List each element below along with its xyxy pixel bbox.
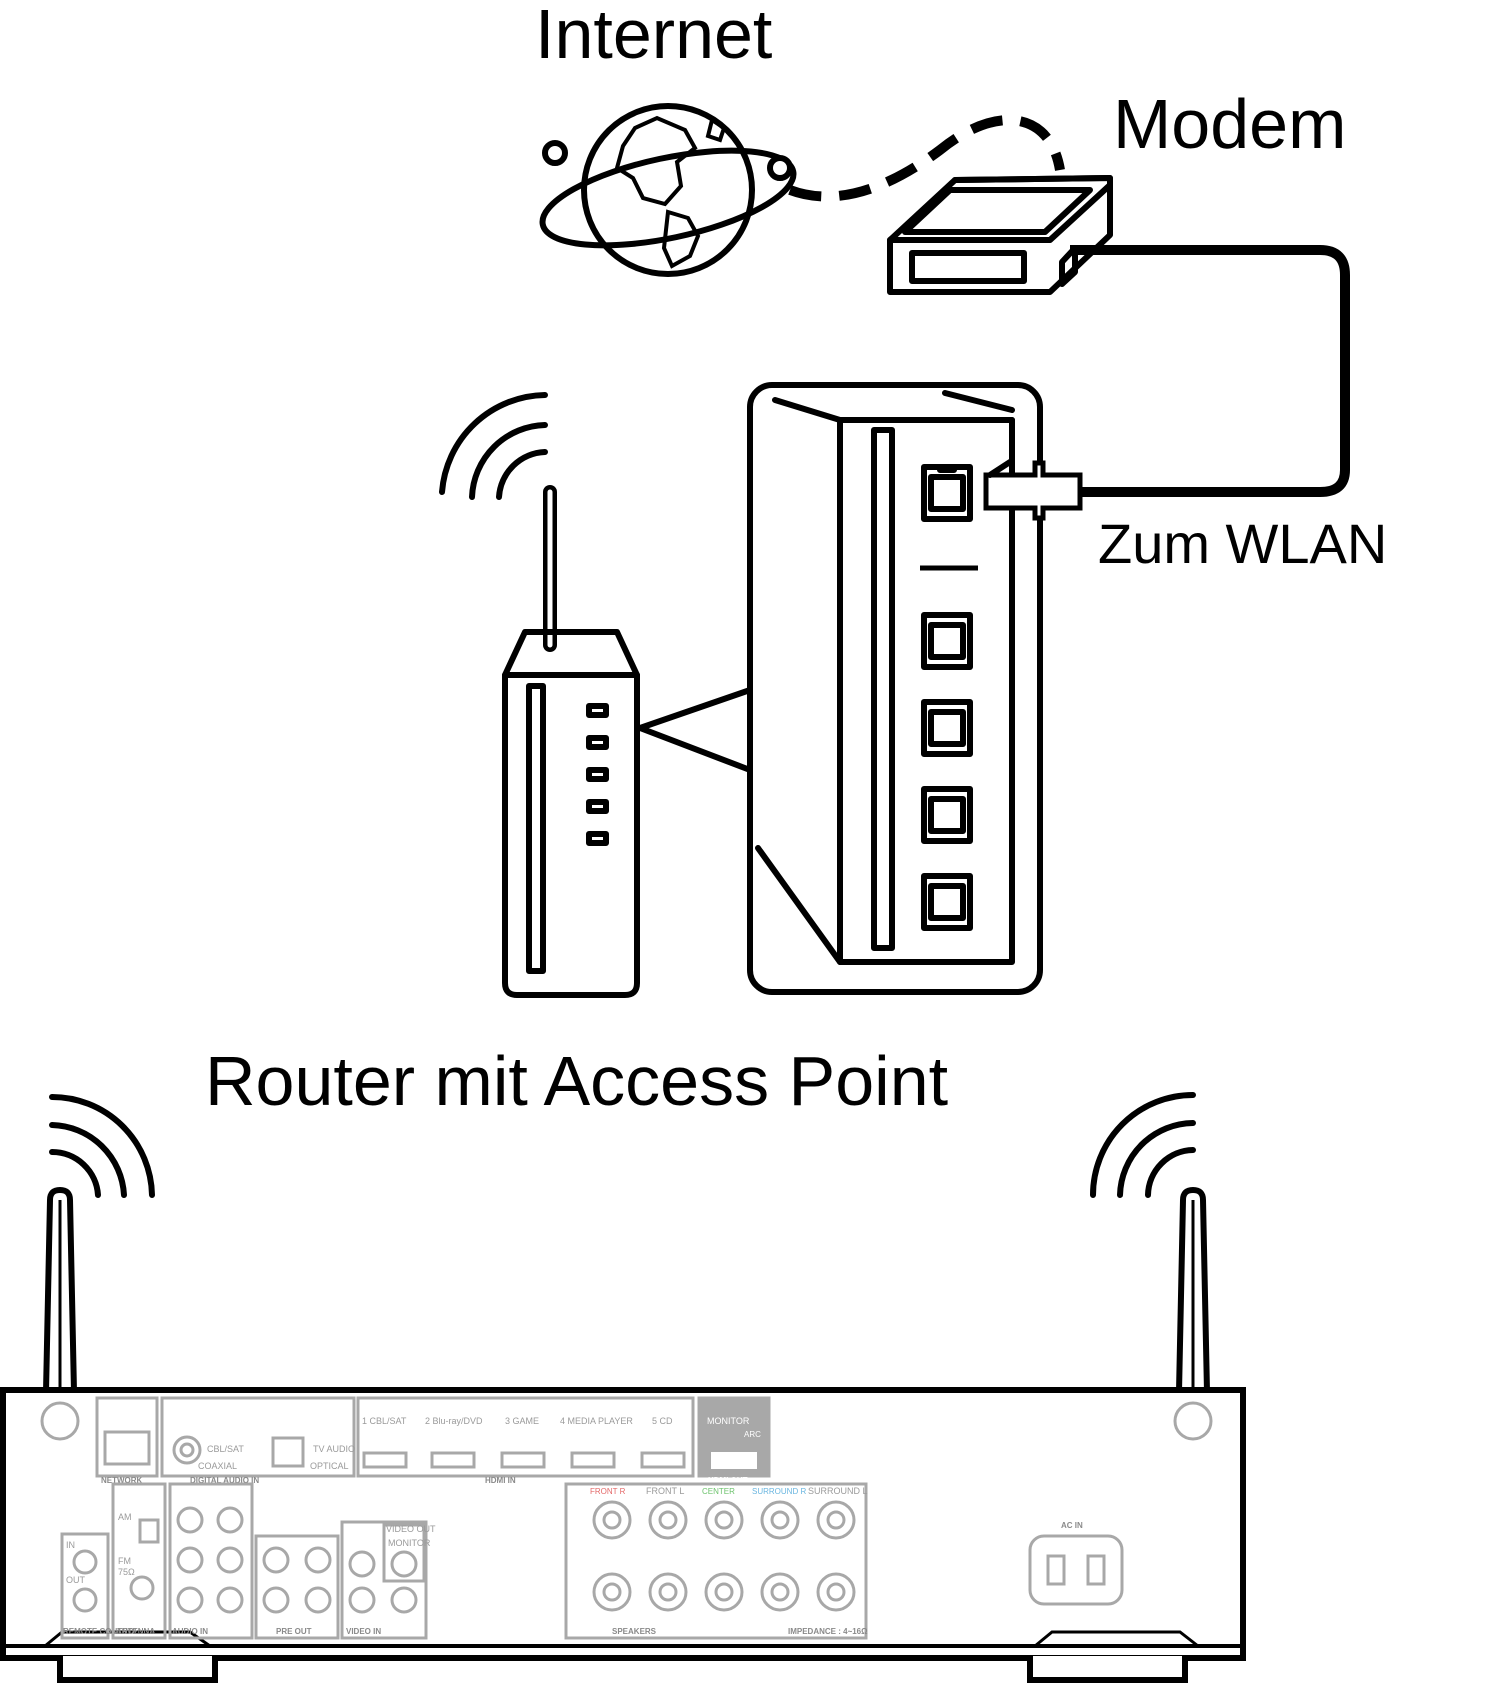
svg-text:HDMI IN: HDMI IN bbox=[485, 1476, 516, 1485]
ethernet-plug-icon bbox=[983, 459, 1083, 521]
svg-text:DIGITAL AUDIO IN: DIGITAL AUDIO IN bbox=[190, 1476, 259, 1485]
svg-text:FM: FM bbox=[118, 1556, 131, 1566]
svg-text:IN: IN bbox=[66, 1540, 75, 1550]
svg-text:SPEAKERS: SPEAKERS bbox=[612, 1627, 657, 1636]
video-group: VIDEO OUT MONITOR VIDEO IN bbox=[340, 1520, 436, 1640]
av-receiver-rear-panel: NETWORK CBL/SAT COAXIAL TV AUDIO OPTICAL… bbox=[0, 1387, 1246, 1683]
svg-text:3 GAME: 3 GAME bbox=[505, 1416, 539, 1426]
svg-text:VIDEO OUT: VIDEO OUT bbox=[386, 1524, 436, 1534]
svg-text:FRONT L: FRONT L bbox=[646, 1486, 684, 1496]
zoom-callout-pointer bbox=[637, 687, 753, 773]
hdmi-in-group: 1 CBL/SAT 2 Blu-ray/DVD 3 GAME 4 MEDIA P… bbox=[356, 1396, 695, 1485]
router-status-leds bbox=[586, 703, 609, 846]
svg-text:REMOTE CONTROL: REMOTE CONTROL bbox=[63, 1627, 139, 1636]
svg-text:2 Blu-ray/DVD: 2 Blu-ray/DVD bbox=[425, 1416, 483, 1426]
svg-text:OPTICAL: OPTICAL bbox=[310, 1461, 349, 1471]
router-rear-closeup bbox=[747, 382, 1083, 995]
svg-text:SURROUND R: SURROUND R bbox=[752, 1487, 806, 1496]
svg-text:IMPEDANCE : 4~16Ω: IMPEDANCE : 4~16Ω bbox=[788, 1627, 868, 1636]
audio-in-group: AUDIO IN bbox=[168, 1482, 254, 1640]
hdmi-out-port[interactable] bbox=[711, 1452, 757, 1469]
network-port[interactable]: NETWORK bbox=[95, 1396, 159, 1485]
wan-port-icon bbox=[921, 464, 973, 522]
svg-text:4 MEDIA PLAYER: 4 MEDIA PLAYER bbox=[560, 1416, 633, 1426]
svg-text:5 CD: 5 CD bbox=[652, 1416, 673, 1426]
router-wifi-icon bbox=[439, 392, 548, 500]
svg-text:CENTER: CENTER bbox=[702, 1487, 735, 1496]
hdmi-in-port-3[interactable] bbox=[500, 1451, 546, 1469]
svg-text:NETWORK: NETWORK bbox=[101, 1476, 143, 1485]
svg-text:HDMI OUT: HDMI OUT bbox=[708, 1476, 748, 1485]
svg-text:TV AUDIO: TV AUDIO bbox=[313, 1444, 355, 1454]
receiver-antenna-left bbox=[42, 1186, 78, 1395]
internet-connection-line bbox=[788, 115, 1065, 202]
svg-text:SURROUND L: SURROUND L bbox=[808, 1486, 868, 1496]
internet-label: Internet bbox=[535, 0, 772, 73]
svg-text:OUT: OUT bbox=[66, 1575, 86, 1585]
svg-text:FRONT R: FRONT R bbox=[590, 1487, 626, 1496]
hdmi-in-port-4[interactable] bbox=[570, 1451, 616, 1469]
hdmi-in-port-1[interactable] bbox=[362, 1451, 408, 1469]
svg-text:VIDEO IN: VIDEO IN bbox=[346, 1627, 381, 1636]
svg-text:AM: AM bbox=[118, 1512, 132, 1522]
antenna-group: AM FM 75Ω ANTENNA bbox=[111, 1482, 167, 1640]
svg-text:AUDIO IN: AUDIO IN bbox=[172, 1627, 208, 1636]
svg-text:ARC: ARC bbox=[744, 1430, 761, 1439]
lan-port-icon bbox=[921, 699, 973, 757]
speakers-group: FRONT R FRONT L CENTER SURROUND R SURROU… bbox=[564, 1482, 868, 1640]
router-label: Router mit Access Point bbox=[205, 1042, 948, 1120]
hdmi-in-port-5[interactable] bbox=[640, 1451, 686, 1469]
modem-to-router-cable bbox=[1070, 245, 1350, 497]
svg-text:MONITOR: MONITOR bbox=[388, 1538, 431, 1548]
hdmi-out-group: MONITOR ARC HDMI OUT bbox=[697, 1396, 771, 1485]
to-wlan-label: Zum WLAN bbox=[1098, 512, 1387, 575]
receiver-wifi-left-icon bbox=[49, 1094, 155, 1198]
svg-text:MONITOR: MONITOR bbox=[707, 1416, 750, 1426]
svg-text:AC IN: AC IN bbox=[1061, 1521, 1083, 1530]
lan-port-icon bbox=[921, 873, 973, 931]
digital-audio-in-group: CBL/SAT COAXIAL TV AUDIO OPTICAL DIGITAL… bbox=[160, 1396, 356, 1485]
svg-text:1 CBL/SAT: 1 CBL/SAT bbox=[362, 1416, 407, 1426]
svg-text:COAXIAL: COAXIAL bbox=[198, 1461, 237, 1471]
modem-icon bbox=[887, 175, 1113, 295]
svg-text:ANTENNA: ANTENNA bbox=[116, 1627, 155, 1636]
globe-icon bbox=[539, 103, 797, 277]
svg-text:CBL/SAT: CBL/SAT bbox=[207, 1444, 244, 1454]
ac-in-socket: AC IN bbox=[1028, 1521, 1124, 1606]
receiver-antenna-right bbox=[1175, 1186, 1211, 1395]
hdmi-in-port-2[interactable] bbox=[430, 1451, 476, 1469]
router-icon bbox=[502, 485, 640, 998]
svg-text:75Ω: 75Ω bbox=[118, 1567, 135, 1577]
pre-out-group: PRE OUT bbox=[254, 1534, 340, 1640]
remote-control-group: IN OUT REMOTE CONTROL bbox=[60, 1532, 139, 1640]
receiver-wifi-right-icon bbox=[1090, 1092, 1196, 1198]
svg-text:PRE OUT: PRE OUT bbox=[276, 1627, 312, 1636]
lan-port-icon bbox=[921, 612, 973, 670]
modem-label: Modem bbox=[1113, 85, 1346, 163]
lan-port-icon bbox=[921, 786, 973, 844]
